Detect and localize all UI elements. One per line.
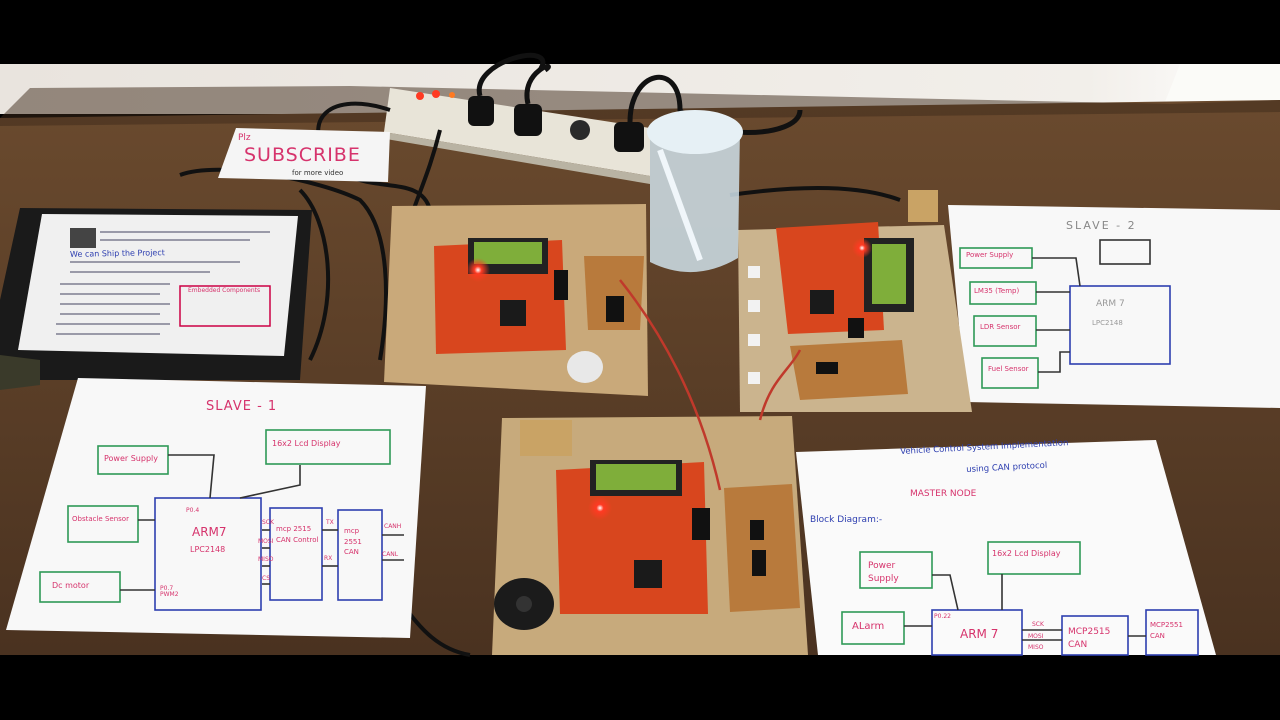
master-mosi: MOSI <box>1028 633 1044 640</box>
water-bottle <box>647 110 743 273</box>
master-mcp2515-label: MCP2515 CAN <box>1068 627 1111 650</box>
master-alarm-label: ALarm <box>852 621 885 632</box>
slave1-arm-label: ARM7 <box>192 525 227 539</box>
master-node-label: MASTER NODE <box>910 489 977 499</box>
letterbox-top <box>0 0 1280 64</box>
master-sck: SCK <box>1032 621 1044 628</box>
letterbox-bottom <box>0 655 1280 720</box>
binder-section: Embedded Components <box>188 287 261 294</box>
master-miso: MISO <box>1028 644 1044 651</box>
subscribe-note-plz: Plz <box>238 133 251 143</box>
slave1-title: SLAVE - 1 <box>206 399 278 414</box>
slave1-canh: CANH <box>384 523 402 530</box>
slave1-miso: MISO <box>258 556 274 563</box>
master-power-label: Power Supply <box>868 561 899 584</box>
slave2-title: SLAVE - 2 <box>1066 219 1137 232</box>
master-p02: P0.22 <box>934 613 951 620</box>
slave1-p07: P0.7 PWM2 <box>160 585 179 598</box>
slave1-obstacle-label: Obstacle Sensor <box>72 515 129 523</box>
slave1-p04: P0.4 <box>186 507 200 514</box>
slave1-dcmotor-label: Dc motor <box>52 581 90 590</box>
slave2-fuel-label: Fuel Sensor <box>988 365 1029 373</box>
slave1-tx: TX <box>326 519 334 526</box>
slave1-lcd-label: 16x2 Lcd Display <box>272 439 341 448</box>
slave2-lm35-label: LM35 (Temp) <box>974 287 1020 295</box>
slave1-mcp2551-label: mcp 2551 CAN <box>344 527 362 556</box>
slave1-rx: RX <box>324 555 333 562</box>
slave2-diagram <box>959 239 1171 389</box>
binder-line: We can Ship the Project <box>69 248 165 259</box>
slave1-cs: CS <box>262 575 270 582</box>
slave1-mosi: MOSI <box>258 538 274 545</box>
master-diagram <box>841 541 1199 656</box>
slave1-power-label: Power Supply <box>104 454 158 463</box>
slave2-dev-board <box>748 190 938 400</box>
binder <box>0 208 312 390</box>
master-block-diagram-label: Block Diagram:- <box>810 515 883 525</box>
slave1-diagram <box>39 429 404 611</box>
slave1-paper <box>6 378 426 638</box>
slave2-ldr-label: LDR Sensor <box>980 323 1021 331</box>
subscribe-note-footer: for more video <box>292 169 344 177</box>
can-bus-wires <box>619 279 802 491</box>
subscribe-note-text: SUBSCRIBE <box>244 144 361 166</box>
slave1-arm-sub: LPC2148 <box>190 545 226 554</box>
slave2-power-label: Power Supply <box>966 251 1014 259</box>
power-strip <box>380 53 803 184</box>
master-dev-board <box>494 420 800 630</box>
slave2-arm-label: ARM 7 <box>1096 299 1125 309</box>
slave2-arm-sub: LPC2148 <box>1092 319 1123 327</box>
slave1-mcp2515-label: mcp 2515 CAN Control <box>276 525 319 544</box>
slave1-sck: SCK <box>262 519 274 526</box>
master-mcp2551-label: MCP2551 CAN <box>1150 621 1183 640</box>
master-paper <box>796 440 1216 655</box>
slave1-dev-board <box>434 238 644 383</box>
master-arm-label: ARM 7 <box>960 627 999 641</box>
master-lcd-label: 16x2 Lcd Display <box>992 549 1061 558</box>
slave1-canl: CANL <box>382 551 399 558</box>
subscribe-note-paper <box>218 128 390 182</box>
